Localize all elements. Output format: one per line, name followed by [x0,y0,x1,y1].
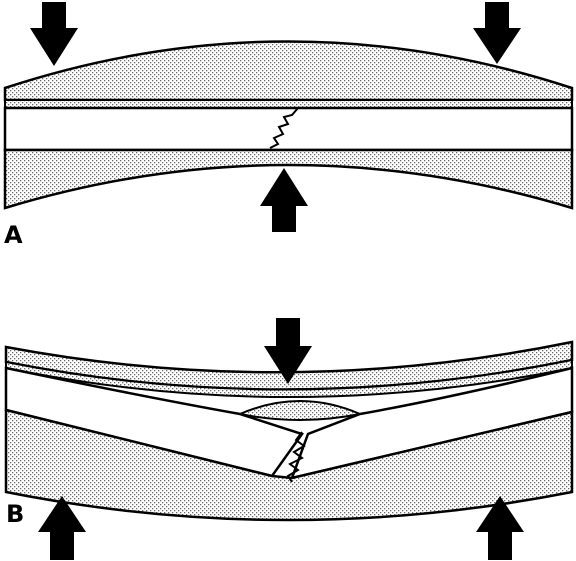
panel-b-lower-fragment [4,408,574,522]
panel-b-right-middle-layer [290,366,574,480]
panel-b-label: B [6,500,25,528]
panel-b-fracture-line [286,431,306,483]
panel-b-up-arrow-right-icon [476,496,524,560]
panel-a-upper-fragment [3,40,574,102]
panel-b-separation-bulge [236,400,364,421]
panel-a-fracture-line [269,107,299,149]
panel-a-up-arrow-icon [260,168,308,232]
panel-a-down-arrow-right-icon [473,2,521,64]
panel-a-lower-fragment [3,148,574,210]
panel-a-middle-layer [3,106,574,152]
panel-b-left-middle-layer [4,366,305,478]
panel-a-down-arrow-left-icon [30,2,78,66]
panel-b [4,318,574,560]
panel-b-up-arrow-left-icon [38,496,86,560]
panel-a-label: A [4,221,23,249]
panel-a [3,2,574,232]
panel-b-down-arrow-icon [264,318,312,384]
